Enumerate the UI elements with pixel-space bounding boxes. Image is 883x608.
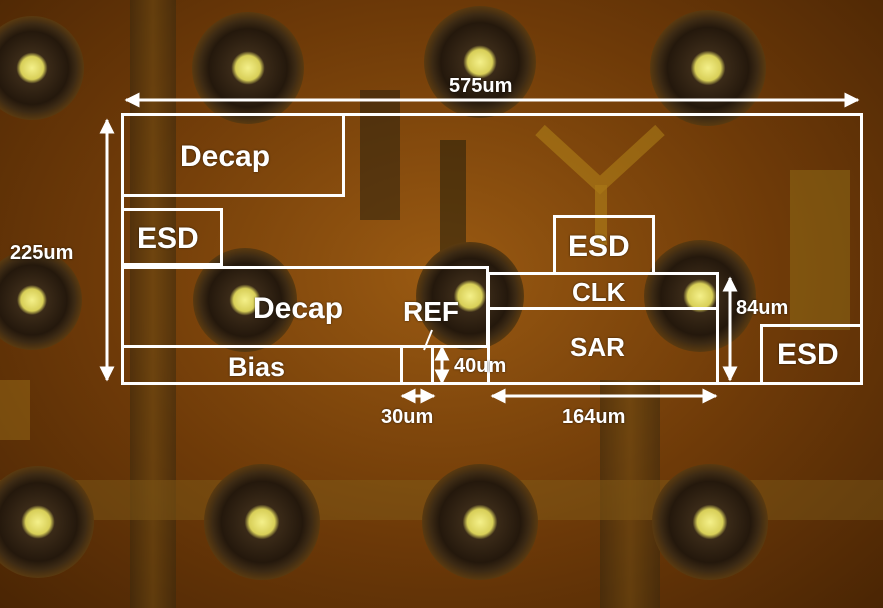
sar-width-label: 164um [562,407,625,427]
total-width-label: 575um [449,76,512,96]
total-height-label: 225um [10,243,73,263]
ref-height-label: 40um [454,356,506,376]
ref-pointer [424,330,432,350]
ref-width-label: 30um [381,407,433,427]
sar-height-label: 84um [736,298,788,318]
